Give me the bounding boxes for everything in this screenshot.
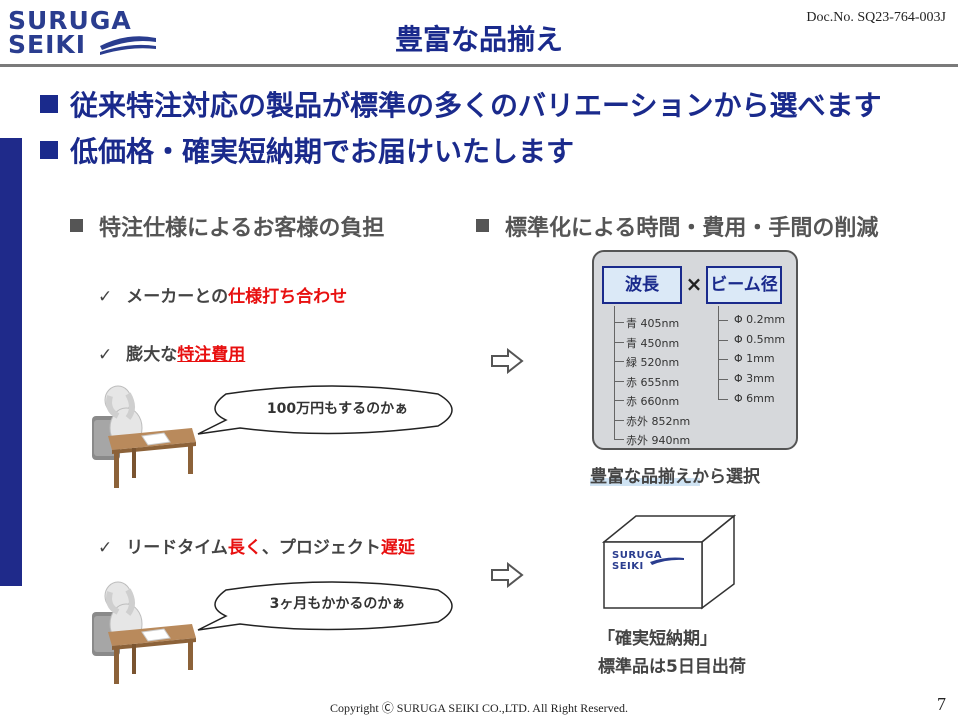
beam-diameter-option: Φ 0.5mm [734,333,786,346]
page-title: 豊富な品揃え [394,23,563,56]
square-bullet-icon [476,219,489,232]
delivery-caption-detail: 標準品は5日目出荷 [598,657,746,677]
beam-diameter-option: Φ 0.2mm [734,313,786,326]
square-bullet-icon [40,141,58,159]
selection-caption: 豊富な品揃えから選択 [590,467,760,487]
caption-highlight [590,478,700,486]
wavelength-header: 波長 [602,266,682,304]
company-logo: SURUGA SEIKI [8,8,158,62]
bubble-text-cost: 100万円もするのかぁ [266,401,409,417]
wavelength-option: 赤 655nm [626,376,680,389]
sidebar-accent-bar [0,138,22,586]
right-arrow-icon [491,348,524,374]
worried-person-desk-illustration-2 [92,581,196,684]
check-icon: ✓ [98,287,113,307]
doc-number: Doc.No. SQ23-764-003J [806,10,946,25]
logo-line2: SEIKI [8,30,87,59]
check-item-lead-time: ✓リードタイム長く、プロジェクト遅延 [98,538,415,558]
delivery-caption-title: 「確実短納期」 [598,629,717,649]
speech-bubble-lead-time [197,581,453,631]
wavelength-option: 赤 660nm [626,395,680,408]
wavelength-option: 青 450nm [626,337,680,350]
wavelength-option: 青 405nm [626,317,680,330]
speech-bubble-cost [197,385,453,435]
check-icon: ✓ [98,538,113,558]
multiply-icon: × [685,272,703,296]
beam-diameter-option: Φ 1mm [734,352,775,365]
wavelength-option: 緑 520nm [626,356,680,369]
beam-diameter-option: Φ 6mm [734,392,775,405]
wavelength-option: 赤外 940nm [626,434,691,447]
logo-line1: SURUGA [8,6,132,35]
right-section-heading: 標準化による時間・費用・手間の削減 [476,210,878,242]
box-logo-line1: SURUGA [612,550,663,561]
beam-diameter-header: ビーム径 [706,266,782,304]
beam-diameter-option: Φ 3mm [734,372,775,385]
header-divider [0,64,958,67]
right-arrow-icon [491,562,524,588]
square-bullet-icon [70,219,83,232]
check-item-spec-meeting: ✓メーカーとの仕様打ち合わせ [98,287,348,307]
variation-panel: 波長 × ビーム径 青 405nm 青 450nm 緑 520nm 赤 655n… [592,250,798,450]
box-logo-line2: SEIKI [612,561,644,572]
main-bullet-2: 低価格・確実短納期でお届けいたします [40,130,574,170]
check-item-custom-cost: ✓膨大な特注費用 [98,345,246,365]
wavelength-option: 赤外 852nm [626,415,691,428]
worried-person-desk-illustration [92,385,196,488]
square-bullet-icon [40,95,58,113]
check-icon: ✓ [98,345,113,365]
copyright-notice: Copyright Ⓒ SURUGA SEIKI CO.,LTD. All Ri… [330,701,628,715]
page-number: 7 [937,694,946,714]
logo-swoosh-icon [100,36,156,55]
left-section-heading: 特注仕様によるお客様の負担 [70,210,384,242]
product-box-illustration [601,514,736,610]
bubble-text-lead-time: 3ヶ月もかかるのかぁ [269,596,406,612]
main-bullet-1: 従来特注対応の製品が標準の多くのバリエーションから選べます [40,84,881,124]
